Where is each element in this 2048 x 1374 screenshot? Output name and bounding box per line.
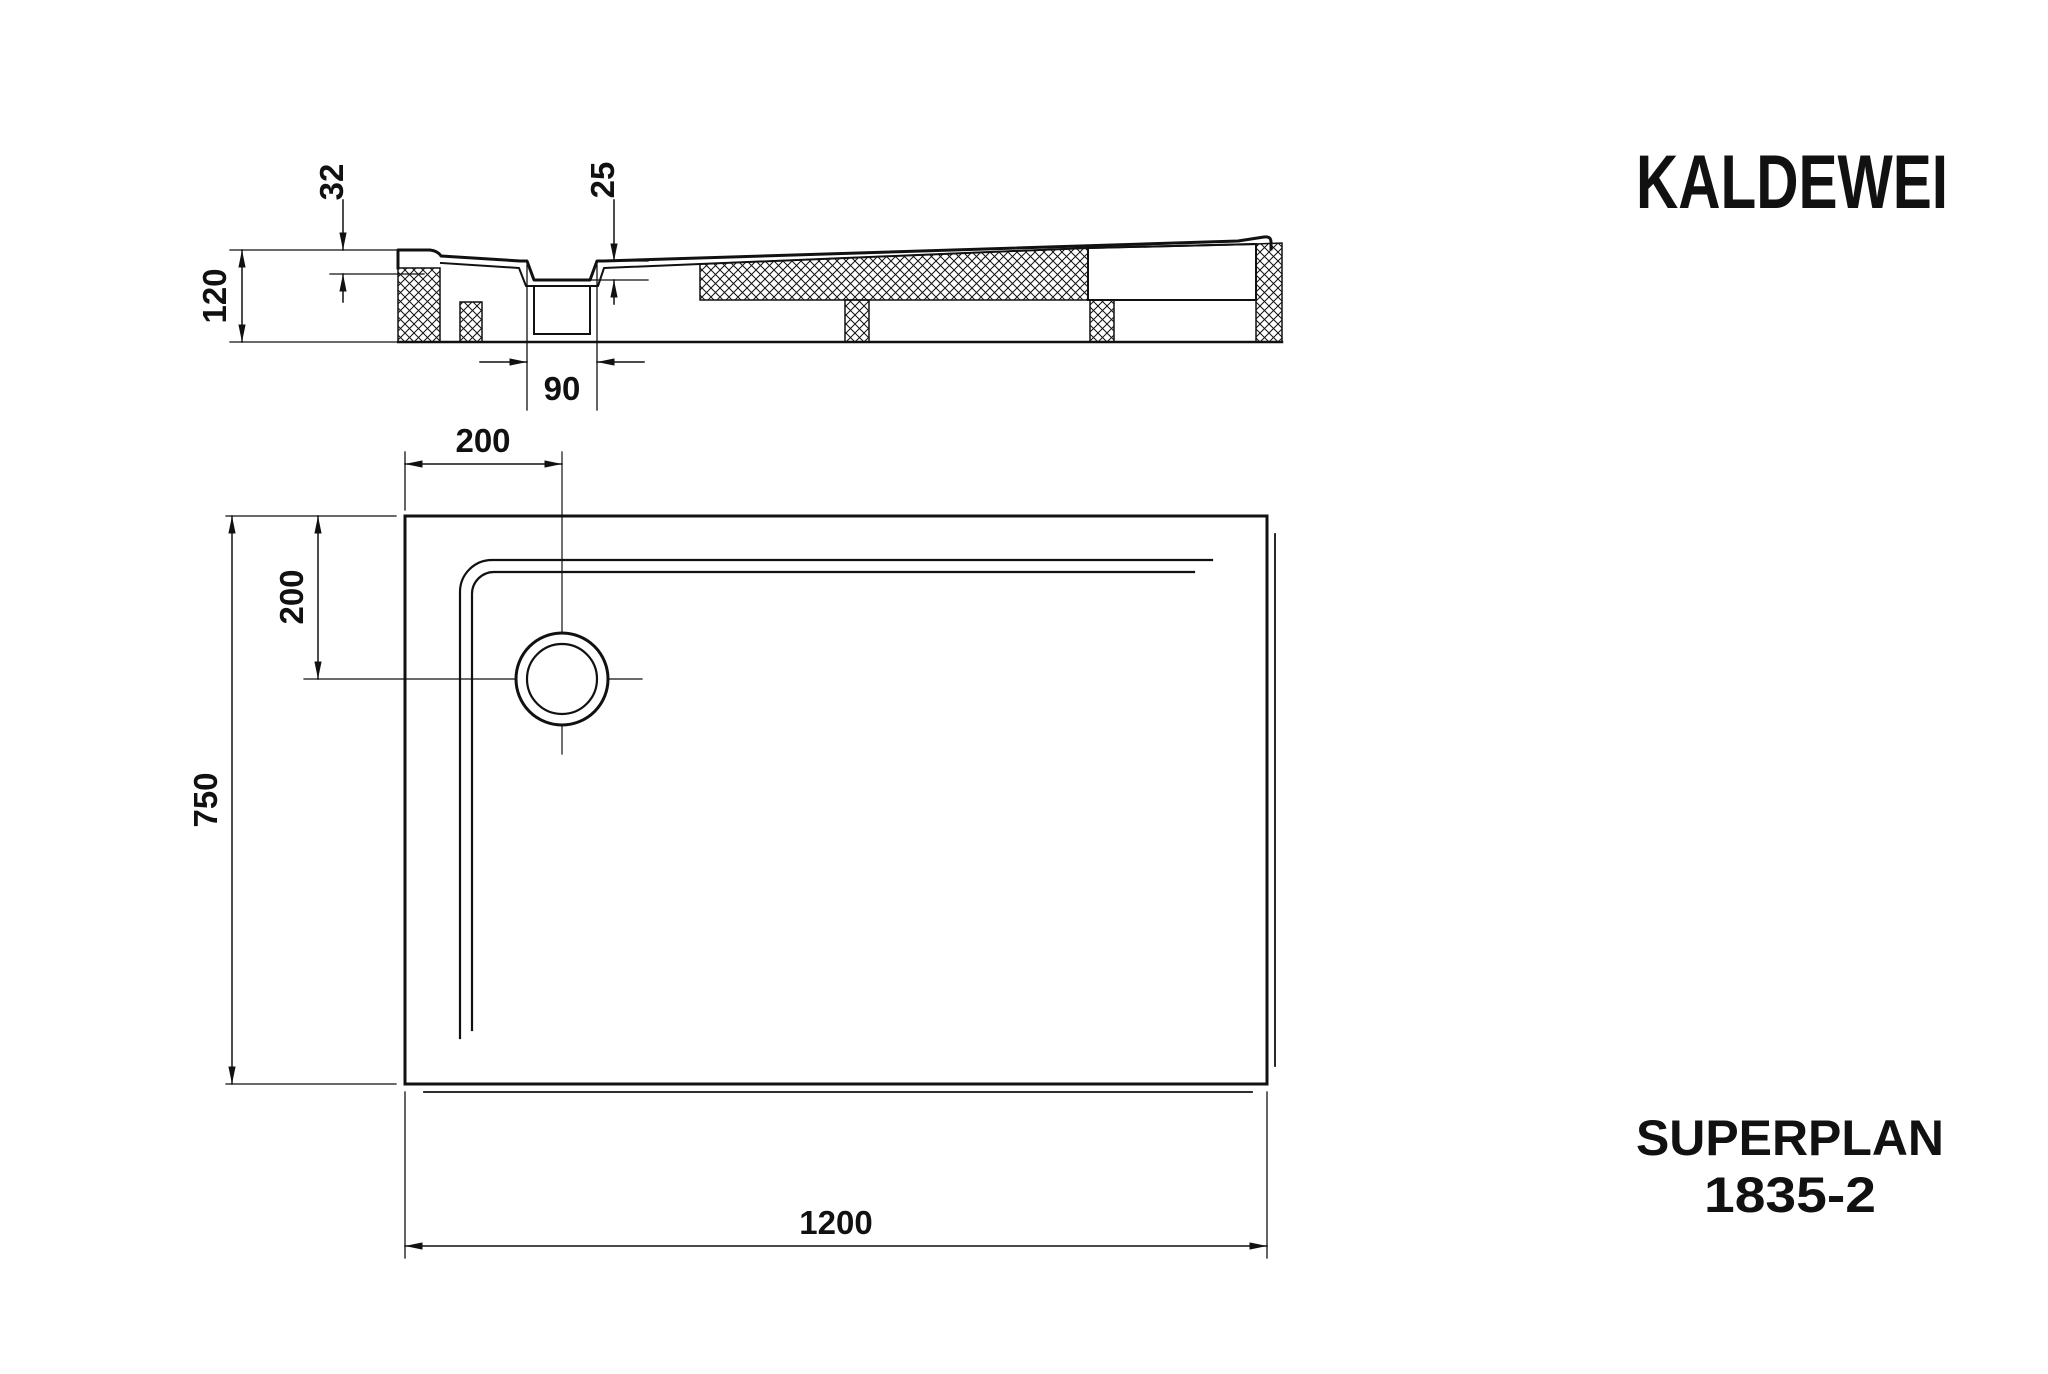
support-hatch-left-block: [397, 267, 441, 343]
tray-slope-line-inner: [470, 570, 1196, 1032]
tray-profile-top: [396, 235, 1273, 282]
support-hatch-right-leg: [1089, 299, 1115, 343]
support-panel-right: [1087, 242, 1257, 301]
section-view: 120 32 25 90: [196, 162, 1284, 411]
product-name: SUPERPLAN: [1636, 1110, 1944, 1166]
ext-lines-left: [225, 515, 397, 1085]
dim-25-extension-lines: [589, 260, 649, 281]
drain-circle-outer: [514, 631, 610, 727]
dimension-label-drain-offset-x: 200: [455, 422, 510, 459]
plan-view: 200 200 750 1200: [187, 422, 1276, 1259]
drain-circle-inner: [525, 642, 599, 716]
product-model: 1835-2: [1704, 1167, 1876, 1223]
dimension-label-length: 1200: [799, 1204, 872, 1241]
product-title-block: SUPERPLAN 1835-2: [1636, 1110, 1944, 1223]
tray-outline: [403, 514, 1269, 1086]
dimension-label-drain-width: 90: [544, 370, 581, 407]
support-hatch-left-leg: [459, 301, 483, 343]
support-hatch-right-edge: [1255, 242, 1283, 343]
drain-trap-outline: [533, 285, 591, 335]
dimension-label-drain-depth: 25: [584, 162, 621, 199]
support-hatch-mid-leg: [844, 299, 870, 343]
tray-slope-line-outer: [458, 558, 1214, 1040]
dimension-label-width: 750: [187, 772, 224, 827]
dim-120-extension-lines: [229, 249, 397, 343]
tray-profile-underside: [439, 242, 1258, 287]
ext-lines-bottom: [404, 1091, 1268, 1259]
dimension-label-drain-offset-y: 200: [273, 569, 310, 624]
dim-90-extension-lines: [526, 264, 598, 411]
dimension-label-total-height: 120: [196, 268, 233, 323]
brand-logo: KALDEWEI: [1636, 140, 1948, 225]
dimension-label-rim-height: 32: [313, 164, 350, 201]
